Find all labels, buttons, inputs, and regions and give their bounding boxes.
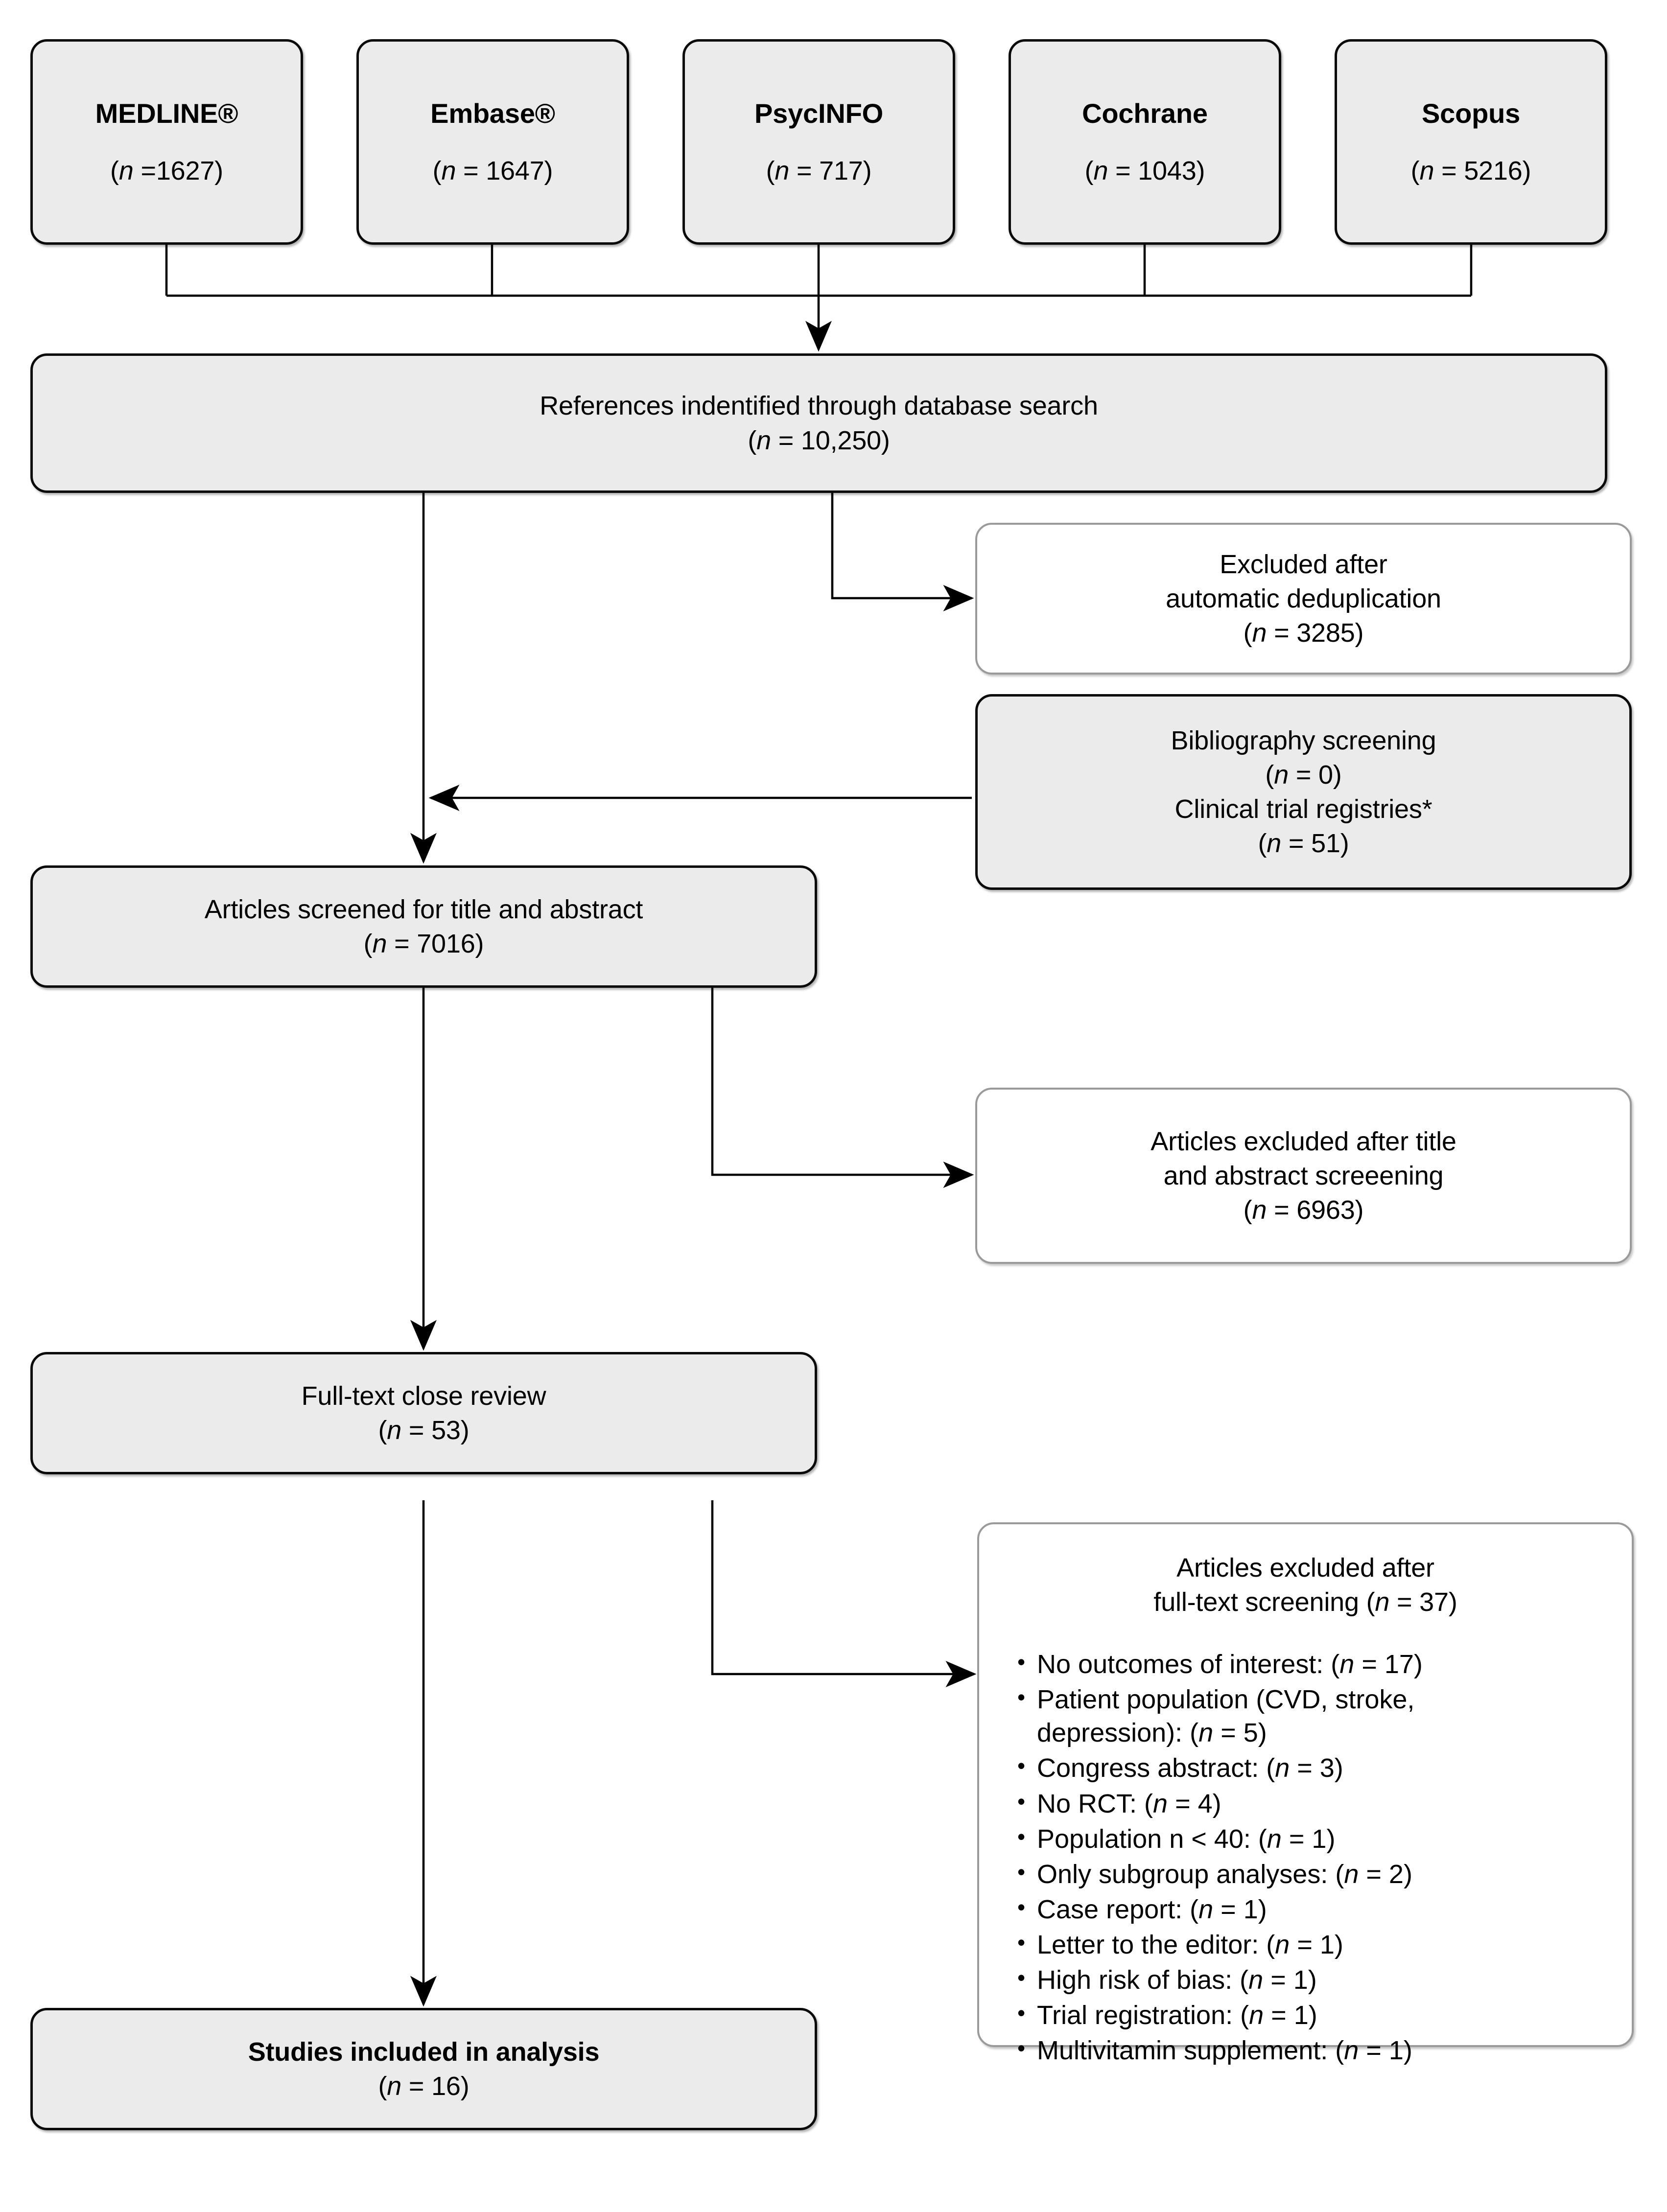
- source-box-scopus: Scopus (n = 5216): [1335, 39, 1607, 245]
- node-line-3: (n = 6963): [1243, 1195, 1364, 1225]
- source-count: (n =1627): [110, 156, 223, 186]
- source-name: Scopus: [1421, 97, 1521, 129]
- list-item: Case report: (n = 1): [1015, 1892, 1632, 1926]
- node-line-2: full-text screening (n = 37): [1153, 1587, 1457, 1617]
- source-box-cochrane: Cochrane (n = 1043): [1009, 39, 1281, 245]
- node-line-1: References indentified through database …: [540, 391, 1098, 421]
- node-line-2: (n = 10,250): [748, 425, 890, 455]
- node-line-1: Articles screened for title and abstract: [204, 894, 643, 924]
- list-item: Population n < 40: (n = 1): [1015, 1822, 1632, 1856]
- node-excluded-title-abstract: Articles excluded after title and abstra…: [975, 1088, 1632, 1264]
- source-name: Cochrane: [1082, 97, 1208, 129]
- node-line-1: Articles excluded after: [1176, 1553, 1434, 1583]
- node-excluded-deduplication: Excluded after automatic deduplication (…: [975, 523, 1632, 675]
- list-item: Congress abstract: (n = 3): [1015, 1751, 1632, 1785]
- list-item: Patient population (CVD, stroke, depress…: [1015, 1682, 1632, 1749]
- node-line-1: Full-text close review: [301, 1381, 546, 1411]
- node-line-1: Articles excluded after title: [1150, 1126, 1456, 1156]
- list-item: Trial registration: (n = 1): [1015, 1998, 1632, 2032]
- node-excluded-fulltext: Articles excluded after full-text screen…: [977, 1522, 1634, 2065]
- source-box-embase: Embase® (n = 1647): [356, 39, 629, 245]
- node-line-1: Excluded after: [1220, 549, 1387, 579]
- excluded-fulltext-heading: Articles excluded after full-text screen…: [979, 1551, 1632, 1619]
- list-item: Only subgroup analyses: (n = 2): [1015, 1857, 1632, 1891]
- node-other-sources: Bibliography screening (n = 0) Clinical …: [975, 694, 1632, 890]
- source-name: MEDLINE®: [95, 97, 238, 129]
- list-item: Letter to the editor: (n = 1): [1015, 1928, 1632, 1961]
- source-count: (n = 1043): [1084, 156, 1205, 186]
- node-line-4: (n = 51): [1258, 829, 1349, 859]
- source-box-psycinfo: PsycINFO (n = 717): [682, 39, 955, 245]
- source-name: PsycINFO: [754, 97, 883, 129]
- source-count: (n = 1647): [432, 156, 553, 186]
- exclusion-reason-list: No outcomes of interest: (n = 17) Patien…: [979, 1647, 1632, 2069]
- node-line-1: Studies included in analysis: [248, 2037, 600, 2067]
- node-line-3: (n = 3285): [1243, 618, 1364, 648]
- node-line-2: (n = 53): [378, 1416, 470, 1445]
- node-line-3: Clinical trial registries*: [1174, 794, 1432, 824]
- source-name: Embase®: [430, 97, 555, 129]
- node-articles-screened: Articles screened for title and abstract…: [30, 865, 817, 988]
- node-line-1: Bibliography screening: [1171, 725, 1436, 755]
- node-line-2: (n = 0): [1265, 760, 1342, 790]
- source-count: (n = 5216): [1410, 156, 1531, 186]
- list-item: Multivitamin supplement: (n = 1): [1015, 2033, 1632, 2067]
- node-studies-included: Studies included in analysis (n = 16): [30, 2008, 817, 2130]
- node-line-2: and abstract screeening: [1163, 1161, 1444, 1190]
- node-references-identified: References indentified through database …: [30, 353, 1607, 493]
- list-item-line-2: depression): (n = 5): [1037, 1718, 1267, 1748]
- node-line-2: automatic deduplication: [1166, 583, 1441, 613]
- list-item: No RCT: (n = 4): [1015, 1786, 1632, 1820]
- source-box-medline: MEDLINE® (n =1627): [30, 39, 303, 245]
- node-line-2: (n = 7016): [363, 929, 484, 958]
- node-fulltext-review: Full-text close review (n = 53): [30, 1352, 817, 1474]
- source-count: (n = 717): [766, 156, 872, 186]
- list-item-line-1: Patient population (CVD, stroke,: [1037, 1685, 1415, 1715]
- node-line-2: (n = 16): [378, 2072, 470, 2101]
- list-item: No outcomes of interest: (n = 17): [1015, 1647, 1632, 1681]
- list-item: High risk of bias: (n = 1): [1015, 1963, 1632, 1997]
